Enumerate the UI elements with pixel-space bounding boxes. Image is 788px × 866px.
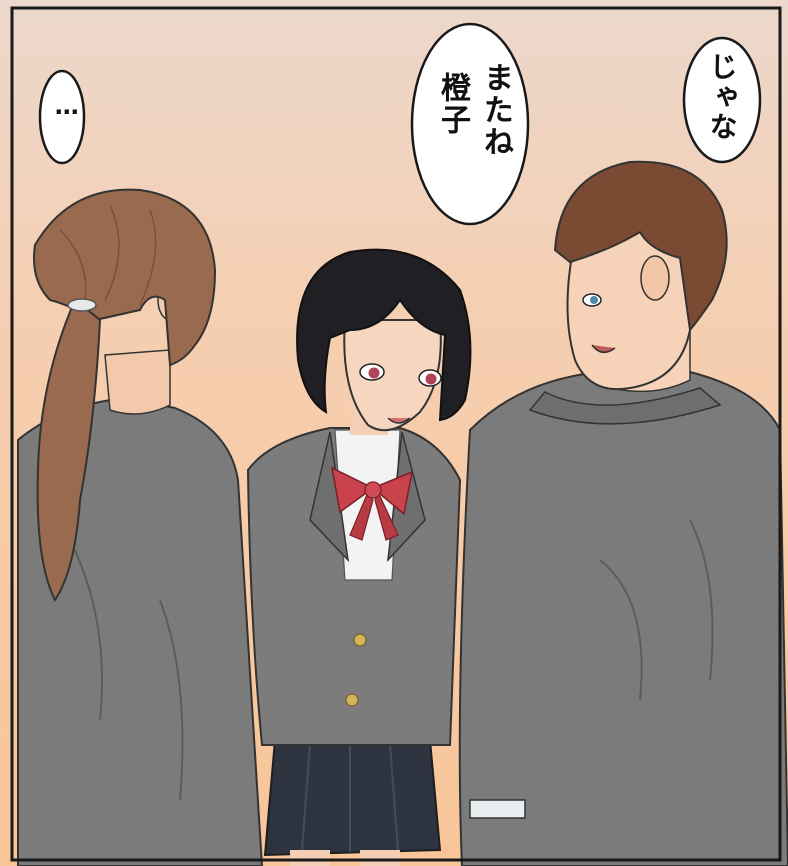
left-bubble-text: … [52,92,81,122]
center-bubble-text-line1: またね [478,62,513,158]
center-girl-character [246,248,472,866]
panel-border [10,6,782,862]
boy-character [458,160,788,866]
center-bubble-text-line2: 橙子 [435,72,470,136]
right-bubble-text: じゃな [705,52,739,142]
speech-bubble-center [410,22,530,226]
speech-bubble-left [38,69,86,165]
left-girl-character [17,188,264,866]
speech-bubble-right [682,36,762,164]
